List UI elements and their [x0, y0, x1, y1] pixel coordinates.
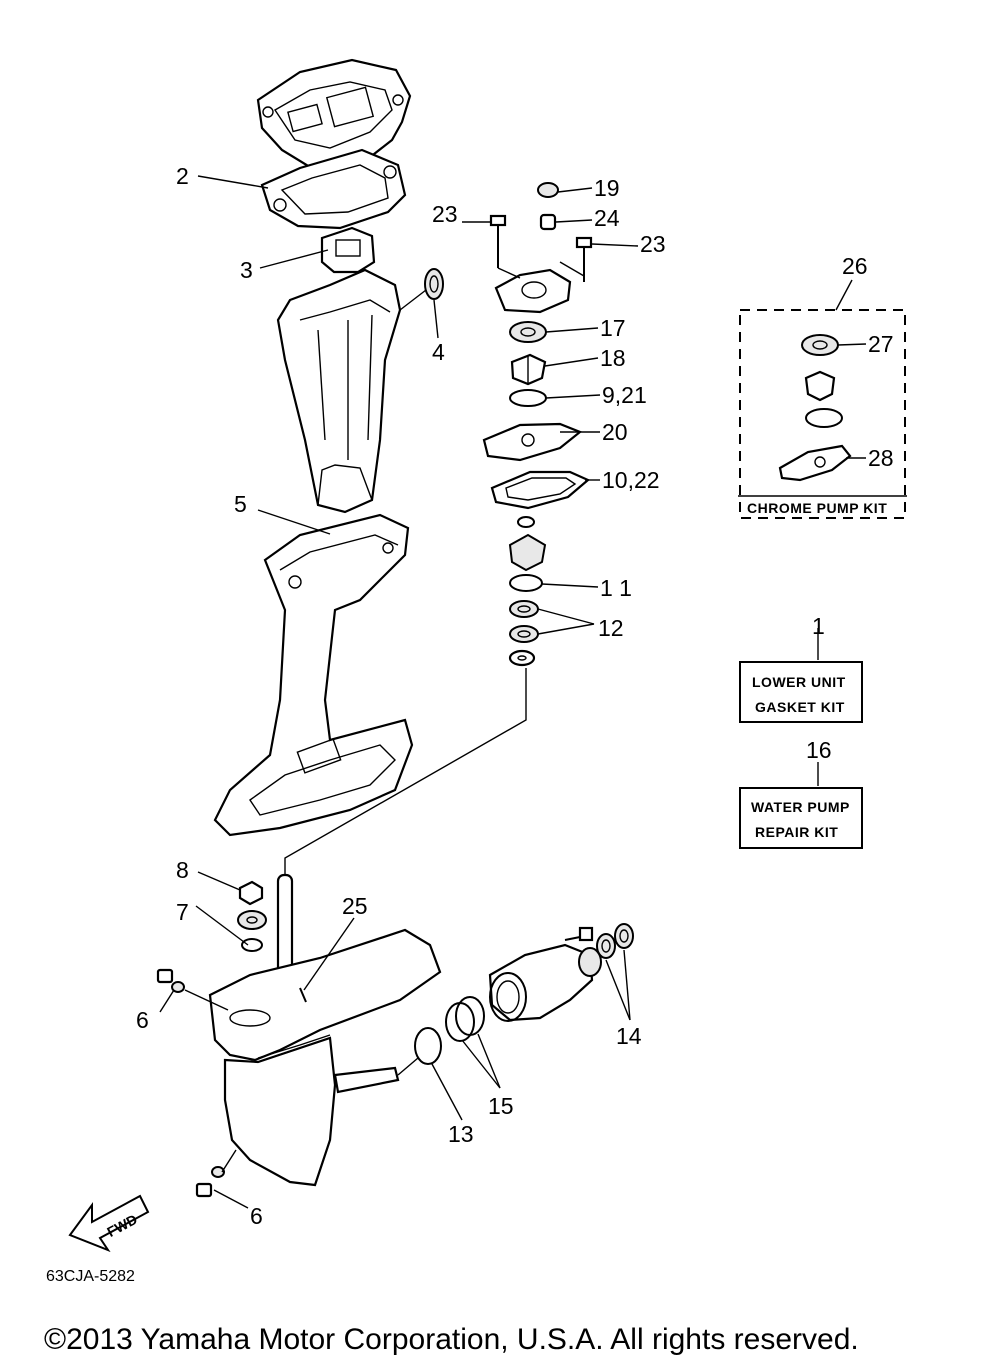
water-pump-repair-kit-box — [739, 787, 863, 849]
drive-shaft-housing — [213, 513, 414, 837]
callout-24: 24 — [594, 205, 620, 231]
kit-labels: CHROME PUMP KIT LOWER UNIT GASKET KIT WA… — [747, 500, 887, 840]
callout-20: 20 — [602, 419, 628, 445]
callout-15: 15 — [488, 1093, 514, 1119]
exhaust-guide-3 — [320, 226, 376, 274]
callout-25: 25 — [342, 893, 368, 919]
callout-11: 1 1 — [600, 575, 632, 601]
fwd-arrow-icon: FWD — [68, 1194, 150, 1253]
upper-casing — [276, 268, 402, 514]
callout-6a: 6 — [136, 1007, 149, 1033]
gasket-2 — [260, 148, 407, 230]
callout-12: 12 — [598, 615, 624, 641]
callout-27: 27 — [868, 331, 894, 357]
callout-26: 26 — [842, 253, 868, 279]
callout-14: 14 — [616, 1023, 642, 1049]
callout-23a: 23 — [432, 201, 458, 227]
callout-17: 17 — [600, 315, 626, 341]
lower-unit-gasket-kit-box — [739, 661, 863, 723]
callout-8: 8 — [176, 857, 189, 883]
callout-13: 13 — [448, 1121, 474, 1147]
callout-9-21: 9,21 — [602, 382, 647, 408]
assembly-line — [284, 668, 527, 875]
callout-7: 7 — [176, 899, 189, 925]
callout-5: 5 — [234, 491, 247, 517]
leader-lines — [159, 175, 867, 1209]
diagram-code: 63CJA-5282 — [46, 1268, 135, 1285]
callout-2: 2 — [176, 163, 189, 189]
gear-case — [156, 873, 442, 1198]
water-pump-label-line1: WATER PUMP — [751, 799, 850, 815]
water-pump-label-line2: REPAIR KIT — [755, 824, 838, 840]
callout-16: 16 — [806, 737, 832, 763]
callout-3: 3 — [240, 257, 253, 283]
lower-unit-label-line2: GASKET KIT — [755, 699, 845, 715]
callout-19: 19 — [594, 175, 620, 201]
callout-4: 4 — [432, 339, 445, 365]
fwd-label: FWD — [104, 1211, 140, 1240]
callout-numbers: 2 3 4 5 19 23 24 23 26 17 27 18 9,21 20 … — [136, 163, 894, 1229]
copyright-notice: ©2013 Yamaha Motor Corporation, U.S.A. A… — [44, 1323, 859, 1356]
seal-4 — [424, 268, 444, 300]
bearing-housing — [397, 923, 634, 1076]
chrome-pump-kit-label: CHROME PUMP KIT — [747, 500, 887, 516]
callout-6b: 6 — [250, 1203, 263, 1229]
callout-18: 18 — [600, 345, 626, 371]
chrome-pump-kit-box — [738, 309, 907, 519]
callout-10-22: 10,22 — [602, 467, 660, 493]
callout-23b: 23 — [640, 231, 666, 257]
water-pump-stack — [482, 182, 593, 667]
callout-28: 28 — [868, 445, 894, 471]
lower-unit-label-line1: LOWER UNIT — [752, 674, 846, 690]
callout-1: 1 — [812, 613, 825, 639]
top-plate — [256, 58, 412, 174]
